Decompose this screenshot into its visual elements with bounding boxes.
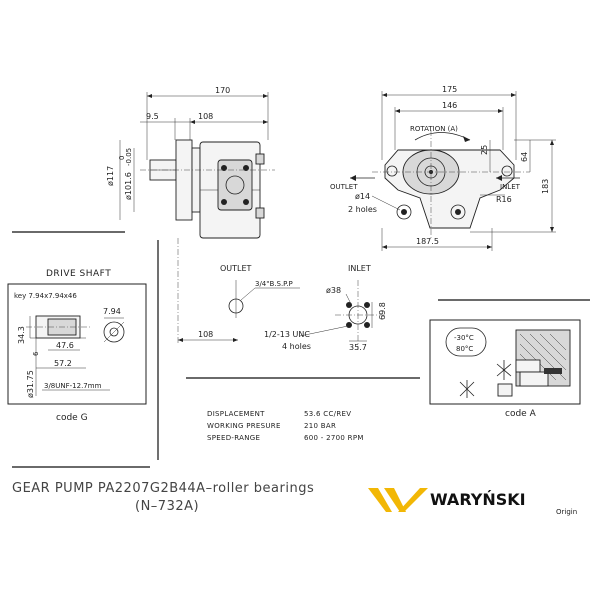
dim-64: 64 bbox=[520, 152, 529, 162]
inlet-unc: 1/2-13 UNC bbox=[264, 330, 310, 339]
side-view: 170 108 9.5 ø117 ø101 bbox=[106, 86, 275, 345]
dim-d101: ø101.6 bbox=[124, 172, 133, 200]
dim-d14: ø14 bbox=[355, 192, 370, 201]
dim-146: 146 bbox=[442, 101, 457, 110]
code-g-label: code G bbox=[56, 413, 88, 423]
code-a-label: code A bbox=[505, 409, 537, 419]
ds-7-94: 7.94 bbox=[103, 307, 121, 316]
dim-9-5: 9.5 bbox=[146, 112, 159, 121]
code-a-frame bbox=[429, 319, 581, 405]
brand-logo: WARYŃSKI Origin bbox=[368, 488, 577, 516]
dim-25: 25 bbox=[480, 145, 489, 155]
front-view: 175 146 ROTATION (A) OUTLET bbox=[330, 85, 556, 251]
dim-170: 170 bbox=[215, 86, 230, 95]
temp-low: -30°C bbox=[454, 334, 474, 342]
temp-high: 80°C bbox=[456, 345, 473, 353]
drive-shaft-key: key 7.94x7.94x46 bbox=[14, 292, 77, 300]
brand-w-icon bbox=[368, 488, 428, 512]
temperature-badge bbox=[445, 327, 487, 357]
spec-displacement-label: DISPLACEMENT bbox=[207, 410, 265, 418]
spec-speed-value: 600 - 2700 RPM bbox=[304, 434, 364, 442]
dim-108-bottom: 108 bbox=[198, 330, 213, 339]
dim-175: 175 bbox=[442, 85, 457, 94]
inlet-4-holes: 4 holes bbox=[282, 342, 311, 351]
ds-d31-75: ø31.75 bbox=[26, 370, 35, 398]
inlet-small-label: INLET bbox=[500, 183, 521, 191]
spec-pressure-value: 210 BAR bbox=[304, 422, 336, 430]
dim-r16: R16 bbox=[496, 195, 512, 204]
inlet-d69-8: 69.8 bbox=[378, 302, 387, 320]
inlet-d38: ø38 bbox=[326, 286, 341, 295]
dim-108-top: 108 bbox=[198, 112, 213, 121]
ds-34-3: 34.3 bbox=[17, 326, 26, 344]
outlet-small-label: OUTLET bbox=[330, 183, 358, 191]
drawing-title-line1: GEAR PUMP PA2207G2B44A–roller bearings bbox=[12, 481, 314, 496]
tol-neg: -0.05 bbox=[125, 148, 133, 166]
dim-d117: ø117 bbox=[106, 166, 115, 186]
brand-name: WARYŃSKI bbox=[430, 490, 526, 509]
outlet-title: OUTLET bbox=[220, 264, 252, 273]
spec-displacement-value: 53.6 CC/REV bbox=[304, 410, 351, 418]
ds-47-6: 47.6 bbox=[56, 341, 74, 350]
drive-shaft-title: DRIVE SHAFT bbox=[46, 269, 111, 279]
dim-183: 183 bbox=[541, 179, 550, 194]
drawing-title-line2: (N–732A) bbox=[135, 499, 199, 514]
tol-zero: 0 bbox=[118, 156, 126, 160]
inlet-title: INLET bbox=[348, 264, 371, 273]
drive-shaft-frame bbox=[7, 283, 147, 405]
brand-tagline: Origin bbox=[556, 508, 577, 516]
spec-pressure-label: WORKING PRESURE bbox=[207, 422, 281, 430]
drive-shaft-panel: DRIVE SHAFT key 7.94x7.94x46 34.3 6 47.6… bbox=[7, 269, 147, 423]
dim-2-holes: 2 holes bbox=[348, 205, 377, 214]
outlet-port: OUTLET 3/4"B.S.P.P bbox=[220, 264, 300, 318]
rotation-label: ROTATION (A) bbox=[410, 125, 458, 133]
spec-table: DISPLACEMENT 53.6 CC/REV WORKING PRESURE… bbox=[207, 410, 364, 442]
ds-57-2: 57.2 bbox=[54, 359, 72, 368]
dim-187-5: 187.5 bbox=[416, 237, 439, 246]
inlet-port: INLET ø38 69.8 35.7 1/2-13 UNC 4 holes bbox=[264, 264, 387, 352]
inlet-d35-7: 35.7 bbox=[349, 343, 367, 352]
outlet-bspp: 3/4"B.S.P.P bbox=[255, 280, 293, 288]
code-a-panel: -30°C 80°C code A bbox=[429, 319, 581, 419]
ds-thread: 3/8UNF-12.7mm bbox=[44, 382, 102, 390]
spec-speed-label: SPEED-RANGE bbox=[207, 434, 260, 442]
